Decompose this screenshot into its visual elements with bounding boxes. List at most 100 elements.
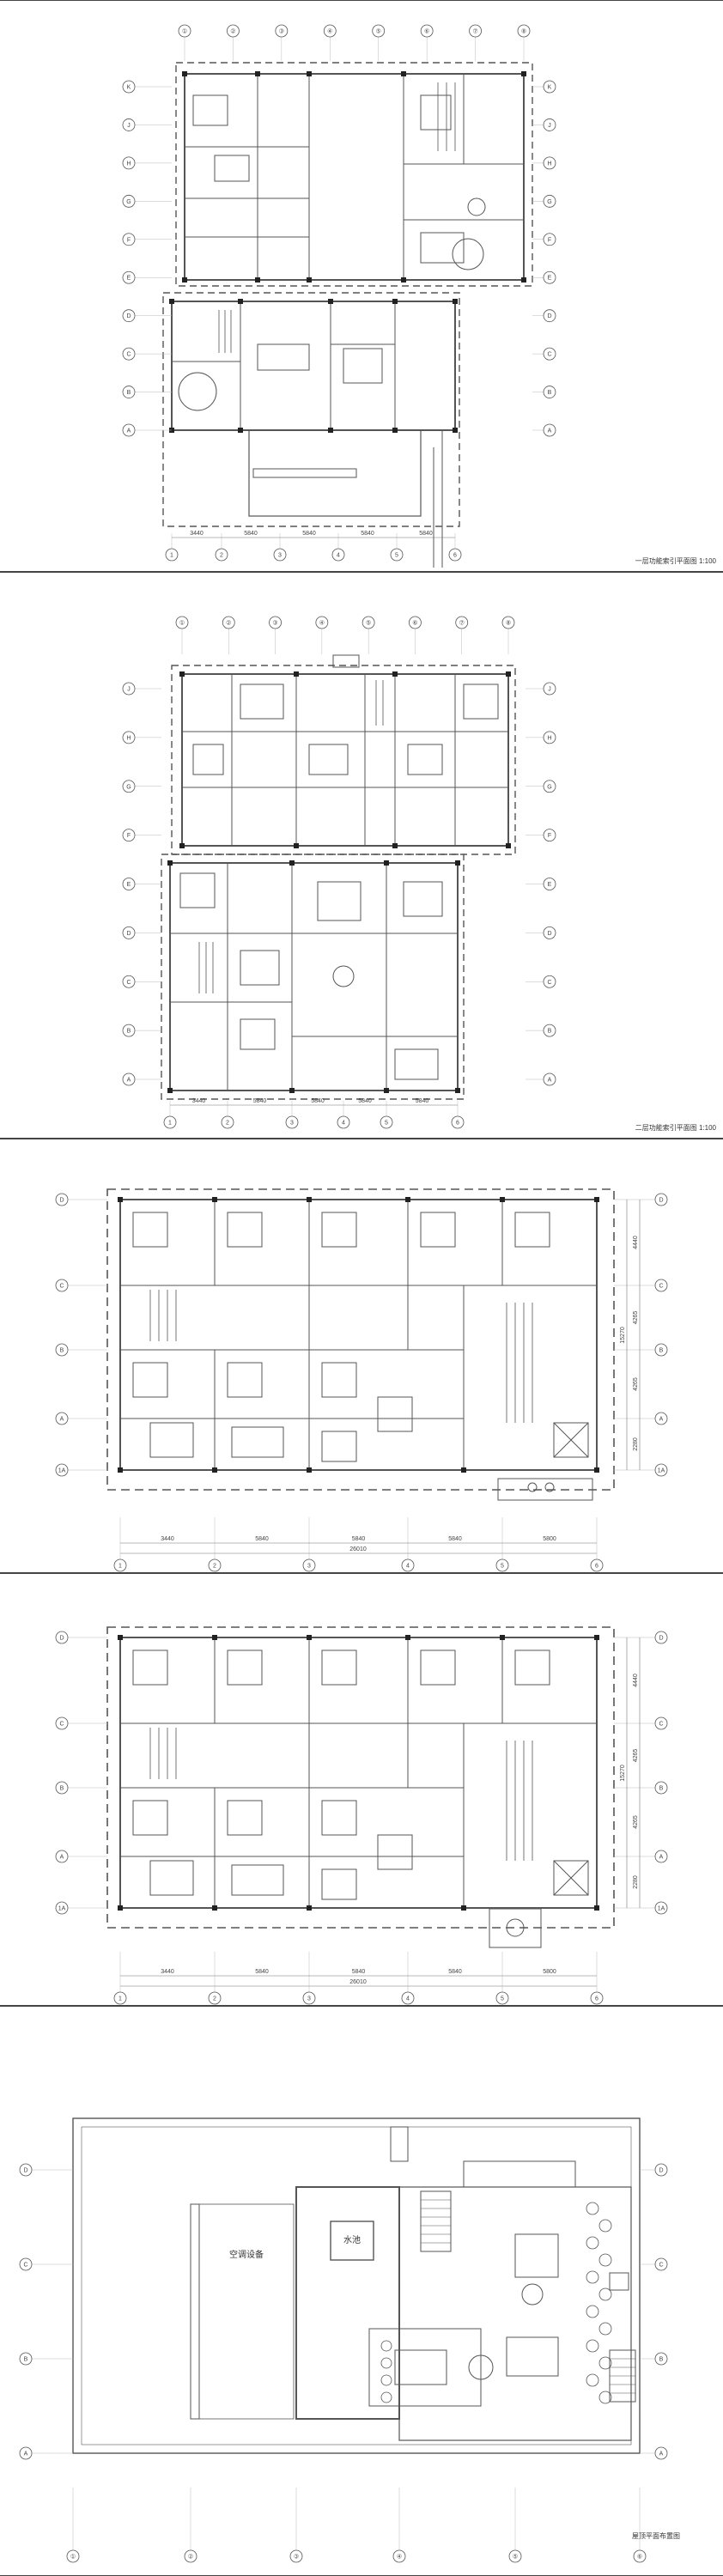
grid-row-1-bubble <box>122 118 136 131</box>
grid-col-6-bubble <box>469 24 482 38</box>
grid-col-0-label: 1 <box>118 1996 122 2002</box>
grid-col-1-label: 2 <box>226 1121 229 1127</box>
grid-row-8-label: A <box>548 1078 552 1084</box>
grid-col-3-bubble <box>392 2549 406 2563</box>
grid-row-1-label: H <box>126 735 131 741</box>
grid-row-3-label: A <box>659 1855 664 1861</box>
grid-col-3-label: 4 <box>337 553 340 559</box>
left-area-label: 空调设备 <box>229 2249 264 2260</box>
grid-col-7-bubble <box>501 616 515 629</box>
grid-row-1-label: C <box>659 2263 663 2269</box>
grid-col-4-bubble <box>390 548 404 562</box>
grid-col-3-bubble <box>315 616 329 629</box>
grid-row-2-label: H <box>547 161 551 167</box>
grid-row-3-bubble <box>122 829 136 842</box>
grid-row-4-bubble <box>543 233 556 246</box>
grid-row-9-label: A <box>548 428 552 434</box>
grid-col-0-bubble <box>163 1115 177 1129</box>
grid-col-4-label: ⑤ <box>366 620 371 627</box>
sheet-caption: 一层功能索引平面图 1:100 <box>635 556 716 566</box>
grid-row-6-bubble <box>543 309 556 323</box>
dim-1: 5840 <box>253 1098 267 1104</box>
grid-col-4-label: 5 <box>395 553 398 559</box>
dim-2: 5840 <box>311 1098 325 1104</box>
grid-row-3-label: A <box>659 1417 664 1423</box>
grid-row-1-label: C <box>659 1722 663 1728</box>
grid-row-0-bubble <box>122 80 136 94</box>
grid-col-4-bubble <box>380 1115 393 1129</box>
caption-title: 一层功能索引平面图 <box>635 557 697 565</box>
grid-row-4-bubble <box>55 1901 69 1915</box>
grid-row-3-label: A <box>60 1417 64 1423</box>
grid-row-4-bubble <box>122 233 136 246</box>
dim-3: 5840 <box>448 1536 462 1542</box>
grid-row-1-label: C <box>659 1284 663 1290</box>
grid-col-0-label: 1 <box>170 553 173 559</box>
grid-row-9-bubble <box>543 423 556 437</box>
grid-row-0-bubble <box>543 80 556 94</box>
zone-boundary <box>106 1188 615 1491</box>
grid-row-8-bubble <box>122 1072 136 1086</box>
grid-row-7-label: B <box>548 1029 552 1035</box>
grid-row-3-bubble <box>55 1850 69 1863</box>
dim-2: 5840 <box>302 531 316 537</box>
caption-scale: 1:100 <box>698 1124 716 1132</box>
grid-col-2-label: 3 <box>307 1564 311 1570</box>
grid-row-2-label: B <box>60 1348 64 1354</box>
grid-row-4-label: 1A <box>658 1906 665 1912</box>
zone-south-boundary <box>161 854 465 1100</box>
grid-col-2-label: 3 <box>290 1121 294 1127</box>
grid-row-2-bubble <box>122 780 136 793</box>
grid-col-5-bubble <box>590 1558 604 1572</box>
dim-1: 5840 <box>244 531 258 537</box>
grid-row-1-label: C <box>59 1722 64 1728</box>
grid-row-4-bubble <box>654 1463 668 1477</box>
grid-row-1-label: H <box>547 735 551 741</box>
sheet-caption: 屋顶平面布置图 <box>632 2531 680 2541</box>
grid-row-3-bubble <box>654 1850 668 1863</box>
grid-col-1-bubble <box>227 24 240 38</box>
row-dim-2: 4265 <box>633 1815 639 1829</box>
grid-col-2-bubble <box>285 1115 299 1129</box>
grid-row-2-bubble <box>19 2352 33 2366</box>
grid-col-5-bubble <box>590 1991 604 2005</box>
grid-row-2-bubble <box>654 1781 668 1795</box>
grid-col-1-bubble <box>221 1115 234 1129</box>
grid-col-1-label: ② <box>226 620 231 627</box>
grid-row-3-label: A <box>24 2451 28 2458</box>
grid-col-5-label: 6 <box>595 1564 598 1570</box>
grid-row-1-bubble <box>654 1716 668 1730</box>
grid-row-3-bubble <box>19 2446 33 2460</box>
grid-row-0-label: D <box>659 1636 663 1642</box>
grid-row-7-label: C <box>547 352 551 358</box>
grid-row-8-bubble <box>543 1072 556 1086</box>
grid-row-8-bubble <box>543 386 556 398</box>
grid-row-9-label: A <box>127 428 131 434</box>
grid-row-4-label: F <box>548 237 551 243</box>
grid-row-4-label: F <box>127 237 131 243</box>
grid-row-6-label: C <box>126 980 131 986</box>
grid-row-5-bubble <box>122 270 136 284</box>
grid-row-0-label: D <box>659 1198 663 1204</box>
pool-label: 水池 <box>343 2234 361 2245</box>
grid-col-4-bubble <box>508 2549 522 2563</box>
grid-row-0-bubble <box>55 1193 69 1206</box>
grid-col-7-label: ⑧ <box>506 620 511 627</box>
grid-row-7-bubble <box>543 1024 556 1037</box>
grid-col-2-bubble <box>269 616 282 629</box>
dim-4: 5800 <box>543 1536 556 1542</box>
grid-row-2-label: H <box>126 161 131 167</box>
